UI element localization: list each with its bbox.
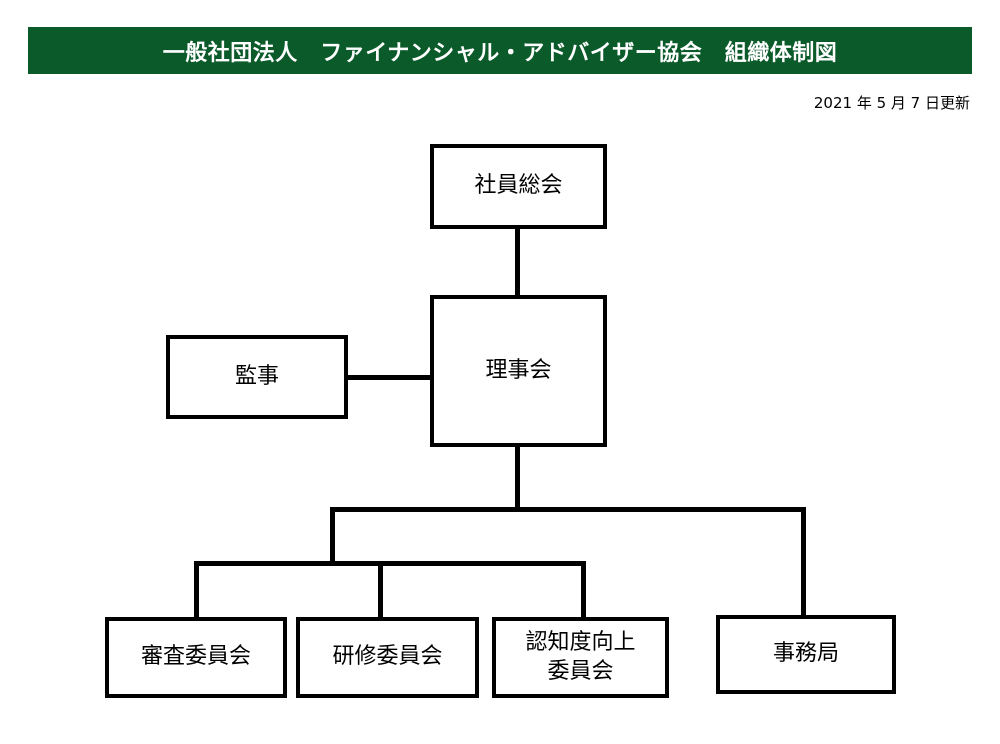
connector-secretariat-down: [801, 507, 806, 617]
committee-box-training: 研修委員会: [296, 617, 479, 698]
connector-committees-horizontal: [194, 561, 586, 566]
connector-auditor-board: [346, 375, 432, 380]
auditor-box: 監事: [166, 335, 348, 419]
page-title: 一般社団法人 ファイナンシャル・アドバイザー協会 組織体制図: [28, 27, 972, 74]
secretariat-box: 事務局: [716, 615, 896, 694]
committee-box-review: 審査委員会: [105, 617, 287, 698]
general-meeting-box: 社員総会: [430, 144, 607, 229]
connector-main-horizontal: [330, 507, 806, 512]
connector-committees-down: [330, 507, 335, 565]
connector-meeting-board: [515, 227, 520, 297]
connector-board-down: [515, 445, 520, 510]
connector-committee-3: [581, 561, 586, 619]
updated-date: 2021 年 5 月 7 日更新: [813, 94, 970, 112]
board-box: 理事会: [430, 295, 607, 447]
committee-box-awareness: 認知度向上 委員会: [492, 617, 669, 698]
connector-committee-1: [194, 561, 199, 619]
connector-committee-2: [378, 561, 383, 619]
